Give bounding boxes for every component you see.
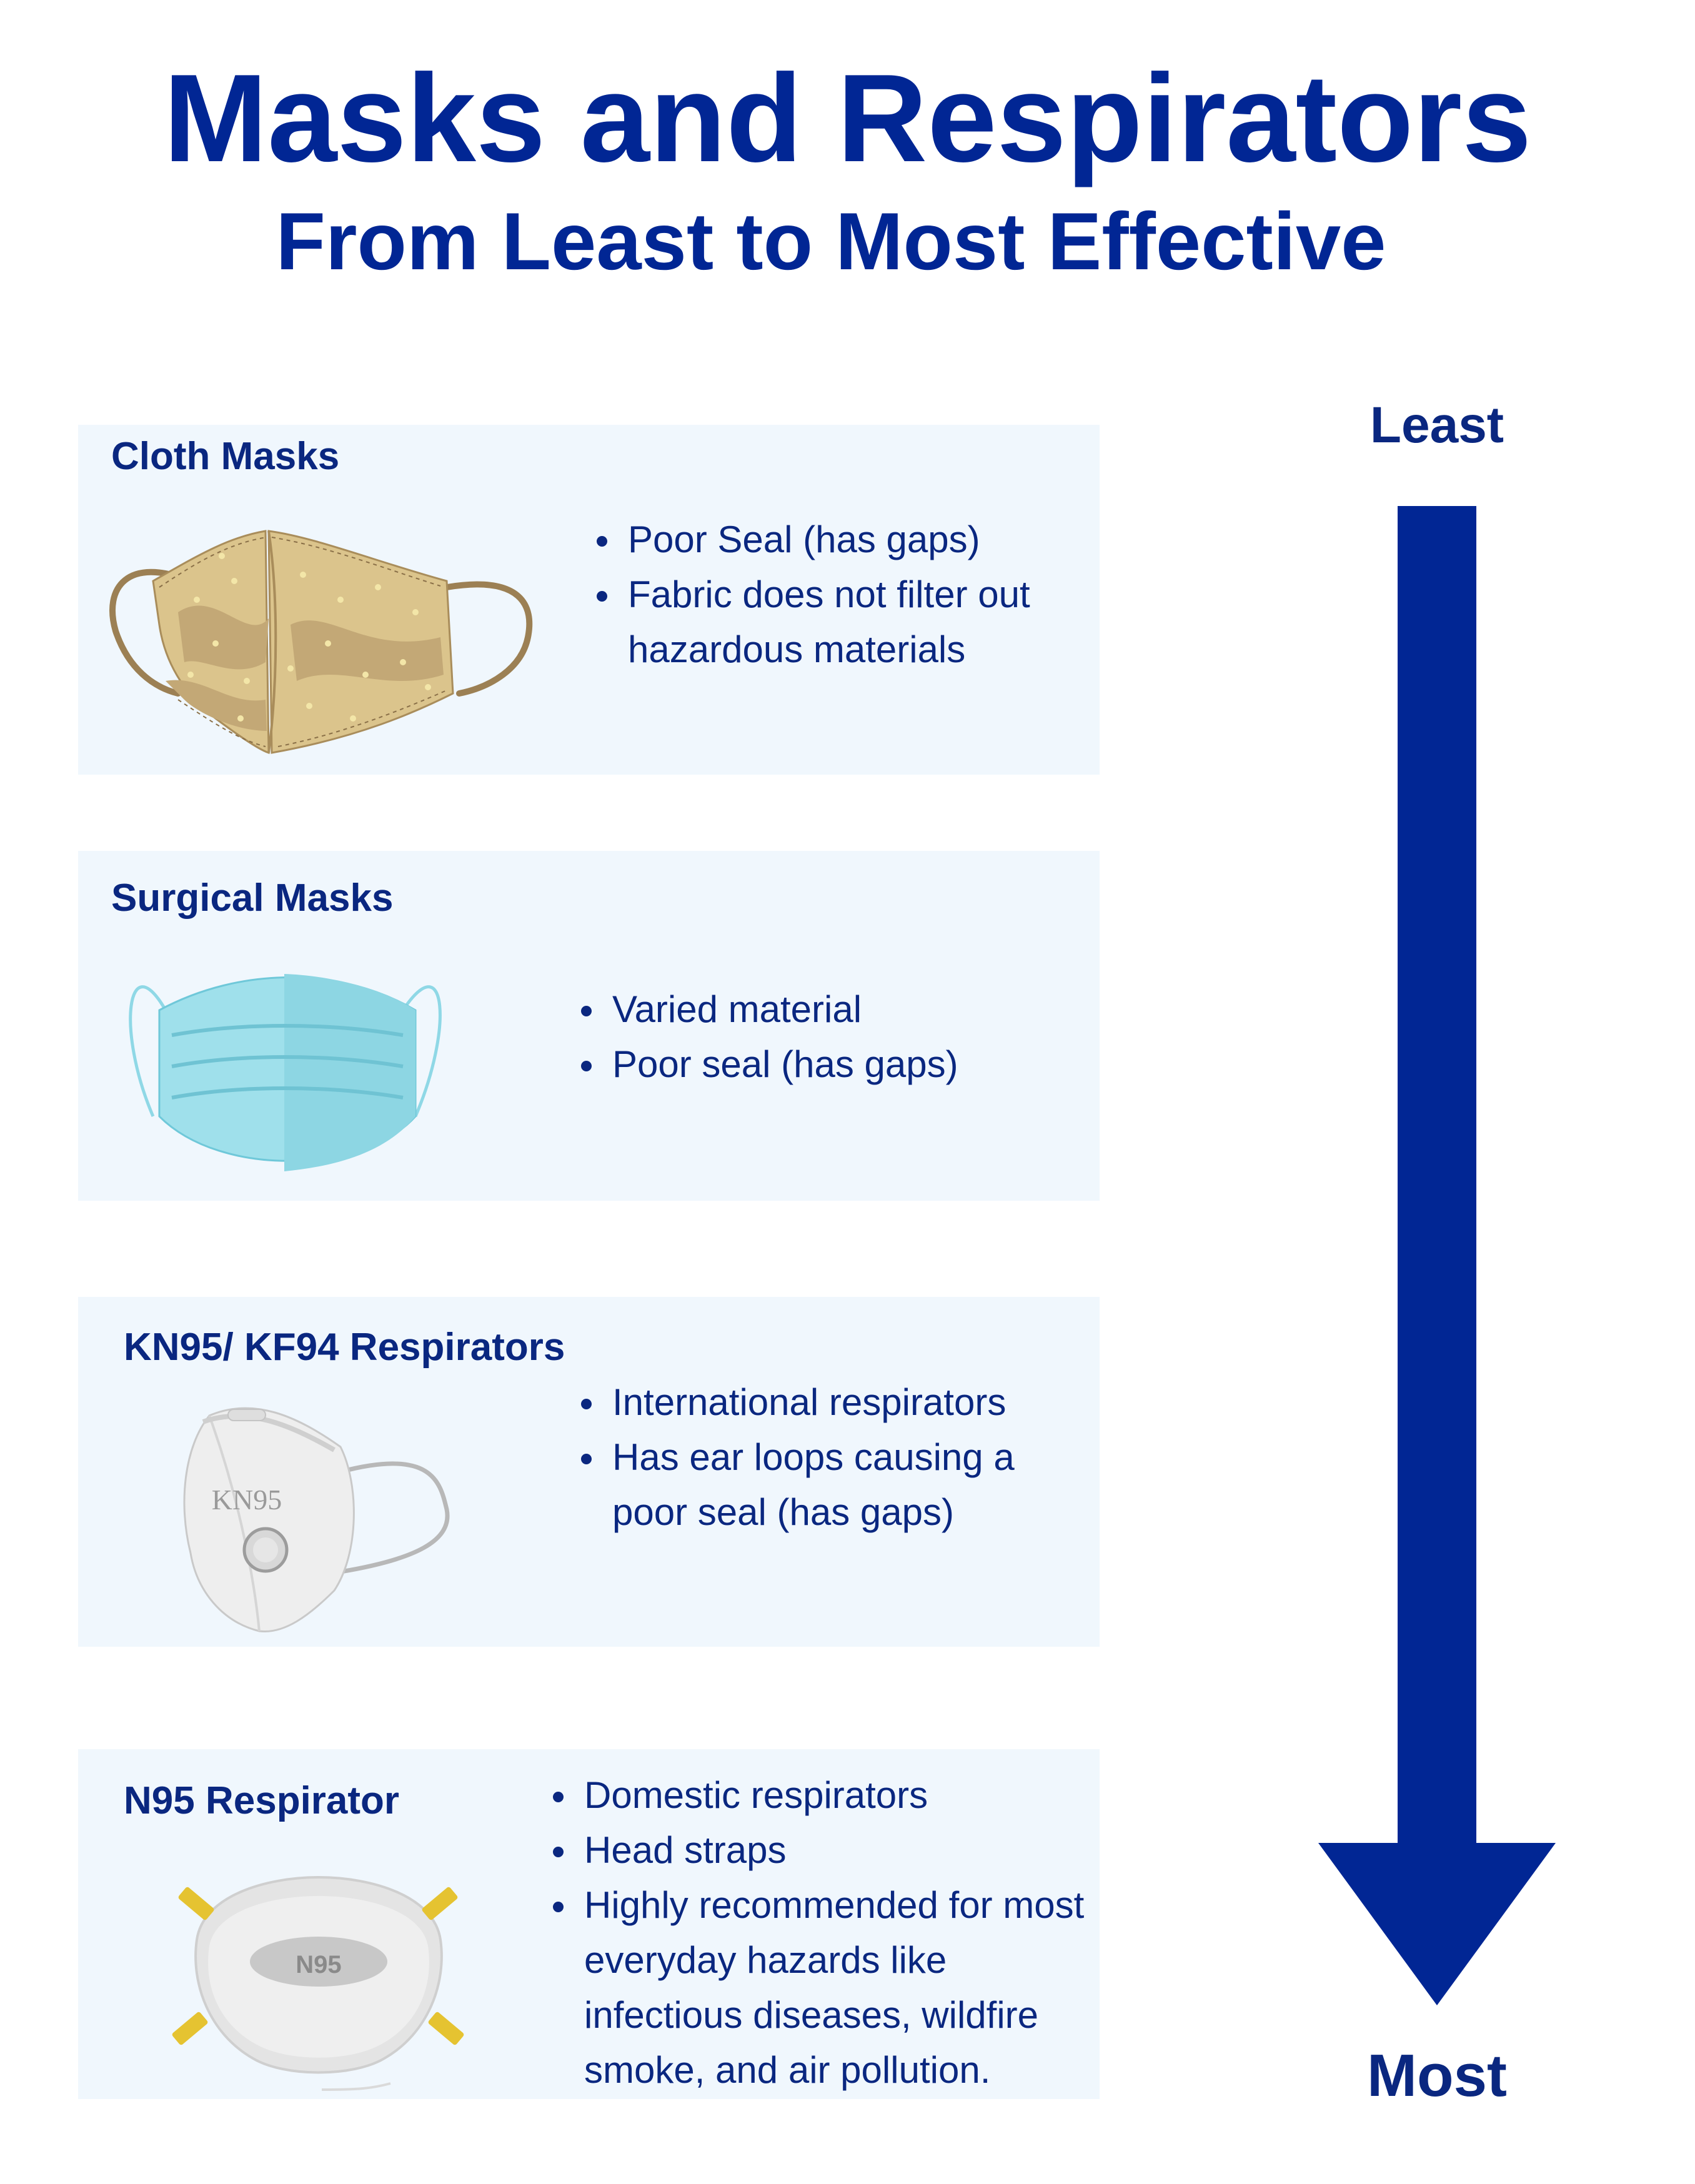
page-subtitle: From Least to Most Effective [276, 196, 1386, 287]
card-title: N95 Respirator [124, 1779, 400, 1822]
cloth-masks-bullets: Poor Seal (has gaps) Fabric does not fil… [590, 512, 1090, 677]
card-title: KN95/ KF94 Respirators [124, 1326, 565, 1369]
cloth-masks-card: Cloth Masks Poor Seal (has gaps) Fabric … [78, 425, 1100, 775]
bullet-item: Poor Seal (has gaps) [590, 512, 1090, 567]
n95-label: N95 [296, 1951, 341, 1978]
bullet-item: Has ear loops causing a poor seal (has g… [575, 1430, 1087, 1540]
surgical-masks-bullets: Varied material Poor seal (has gaps) [575, 982, 1087, 1092]
card-title: Surgical Masks [111, 876, 394, 920]
bullet-item: Domestic respirators [547, 1768, 1090, 1823]
bullet-item: Highly recommended for most everyday haz… [547, 1878, 1090, 2098]
n95-respirator-bullets: Domestic respirators Head straps Highly … [547, 1768, 1090, 2098]
most-label: Most [1367, 2042, 1507, 2109]
effectiveness-arrow-icon [1318, 506, 1556, 2005]
surgical-masks-card: Surgical Masks Varied material Poor seal… [78, 851, 1100, 1201]
n95-respirator-card: N95 Respirator N95 Domestic respirators … [78, 1749, 1100, 2099]
bullet-item: Fabric does not filter out hazardous mat… [590, 567, 1090, 677]
page-title: Masks and Respirators [163, 49, 1532, 188]
card-title: Cloth Masks [111, 435, 340, 478]
bullet-item: Poor seal (has gaps) [575, 1037, 1087, 1092]
bullet-item: Head straps [547, 1823, 1090, 1878]
n95-respirator-icon: N95 [172, 1875, 464, 2091]
kn95-respirators-bullets: International respirators Has ear loops … [575, 1375, 1087, 1540]
bullet-item: Varied material [575, 982, 1087, 1037]
cloth-mask-icon [109, 530, 533, 755]
kn95-respirators-card: KN95/ KF94 Respirators KN95 Internationa… [78, 1297, 1100, 1647]
least-label: Least [1369, 397, 1504, 454]
bullet-item: International respirators [575, 1375, 1087, 1430]
kn95-respirator-icon: KN95 [183, 1407, 450, 1633]
kn95-label: KN95 [212, 1484, 282, 1516]
surgical-mask-icon [129, 974, 442, 1171]
